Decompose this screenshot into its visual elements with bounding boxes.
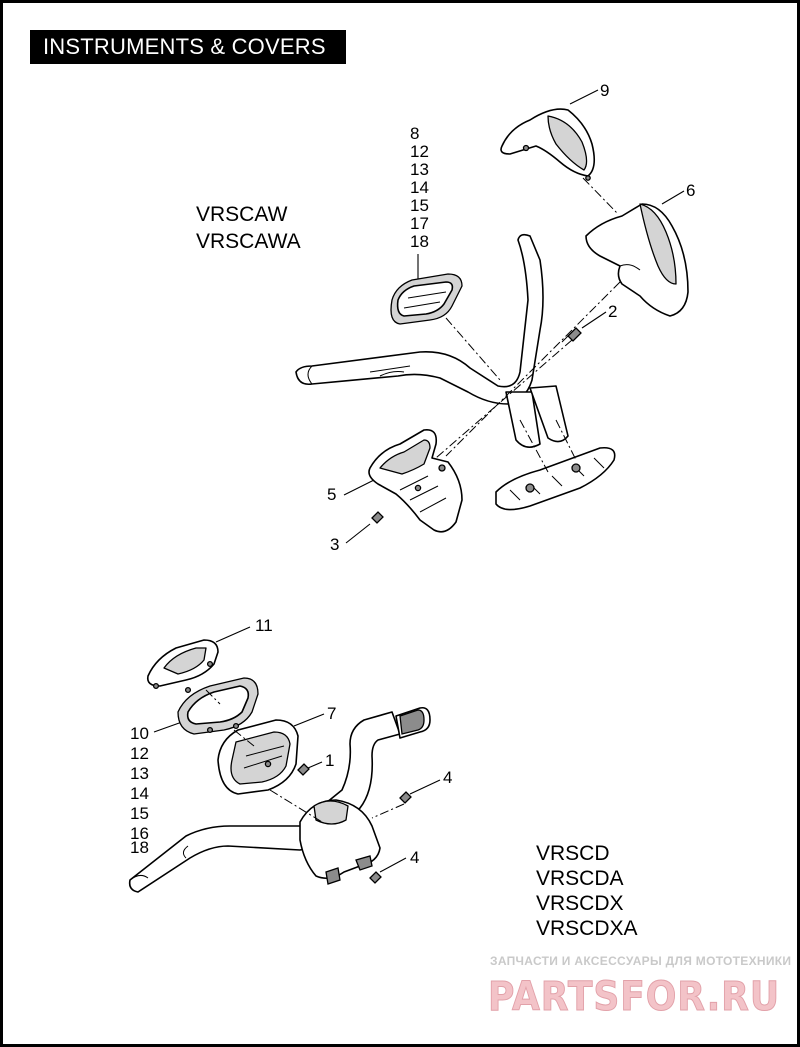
leader-2 — [581, 311, 607, 329]
callout-15: 15 — [410, 196, 429, 215]
leader-9 — [569, 89, 599, 105]
lower-model-1: VRSCD — [536, 842, 610, 865]
assembly-line-9-6 — [582, 177, 619, 215]
callout-12b: 12 — [130, 744, 149, 763]
upper-speedometer — [390, 273, 463, 325]
upper-cover-6 — [585, 203, 689, 317]
page-title: INSTRUMENTS & COVERS — [30, 30, 346, 64]
upper-model-2: VRSCAWA — [196, 230, 301, 253]
assembly-line-6-5 — [445, 281, 621, 457]
leader-4-upper — [409, 779, 441, 795]
callout-13: 13 — [410, 160, 429, 179]
callout-9: 9 — [600, 81, 609, 100]
lower-screw-4-lower — [369, 871, 382, 884]
upper-screw-2 — [561, 327, 582, 343]
upper-callout-stack: 8 12 13 14 15 17 18 — [410, 124, 429, 251]
watermark-tagline: ЗАПЧАСТИ И АКСЕССУАРЫ ДЛЯ МОТОТЕХНИКИ — [490, 954, 791, 968]
leader-3 — [345, 523, 371, 544]
lower-model-2: VRSCDA — [536, 867, 624, 890]
callout-11: 11 — [255, 616, 273, 635]
lower-screw-4-upper — [399, 791, 412, 804]
upper-assembly: VRSCAW VRSCAWA 8 12 13 14 15 17 18 — [196, 81, 695, 554]
leader-1 — [307, 761, 323, 769]
upper-cover-9 — [500, 108, 596, 181]
upper-risers — [495, 385, 616, 511]
callout-16: 16 — [130, 824, 149, 843]
callout-6: 6 — [686, 181, 695, 200]
watermark-logo: PARTSFOR.RU — [488, 974, 780, 1020]
callout-18: 18 — [410, 232, 429, 251]
callout-10: 10 — [130, 724, 149, 743]
assembly-line-2 — [435, 339, 573, 459]
callout-7: 7 — [327, 704, 336, 723]
callout-4-upper: 4 — [443, 768, 452, 787]
assembly-line-8 — [445, 317, 501, 381]
assembly-line-11-10 — [205, 689, 221, 705]
upper-screw-3 — [371, 511, 384, 524]
assembly-line-risers — [519, 419, 577, 473]
callout-13b: 13 — [130, 764, 149, 783]
leader-lower-stack — [153, 721, 183, 733]
assembly-line-4 — [371, 803, 405, 819]
lower-handlebar — [128, 706, 431, 893]
assembly-line-7-housing — [269, 789, 323, 823]
callout-14: 14 — [410, 178, 429, 197]
lower-cover-11 — [146, 639, 219, 694]
lower-model-4: VRSCDXA — [536, 917, 638, 940]
upper-bracket-5 — [368, 428, 463, 533]
leader-5 — [343, 479, 375, 496]
callout-2: 2 — [608, 302, 617, 321]
callout-3: 3 — [330, 535, 339, 554]
leader-4-lower — [379, 857, 407, 873]
upper-handlebar — [295, 233, 544, 405]
watermark: ЗАПЧАСТИ И АКСЕССУАРЫ ДЛЯ МОТОТЕХНИКИ PA… — [488, 954, 792, 1021]
callout-14b: 14 — [130, 784, 149, 803]
assembly-line-10-7 — [233, 729, 255, 747]
callout-17: 17 — [410, 214, 429, 233]
lower-cover-7 — [217, 719, 299, 795]
lower-speedometer — [177, 677, 259, 735]
callout-12: 12 — [410, 142, 429, 161]
callout-5: 5 — [327, 485, 336, 504]
lower-riser-housing — [299, 799, 381, 885]
callout-1: 1 — [325, 751, 334, 770]
callout-15b: 15 — [130, 804, 149, 823]
upper-model-1: VRSCAW — [196, 203, 288, 226]
callout-18b: 18 — [130, 838, 149, 857]
lower-model-3: VRSCDX — [536, 892, 624, 915]
leader-11 — [215, 626, 251, 643]
lower-callout-stack: 10 12 13 14 15 16 18 — [130, 724, 149, 857]
leader-6 — [661, 190, 685, 205]
leader-7 — [293, 713, 325, 727]
lower-screw-1 — [297, 763, 310, 776]
lower-assembly: 10 12 13 14 15 16 18 — [128, 616, 638, 940]
callout-4-lower: 4 — [410, 848, 419, 867]
callout-8: 8 — [410, 124, 419, 143]
